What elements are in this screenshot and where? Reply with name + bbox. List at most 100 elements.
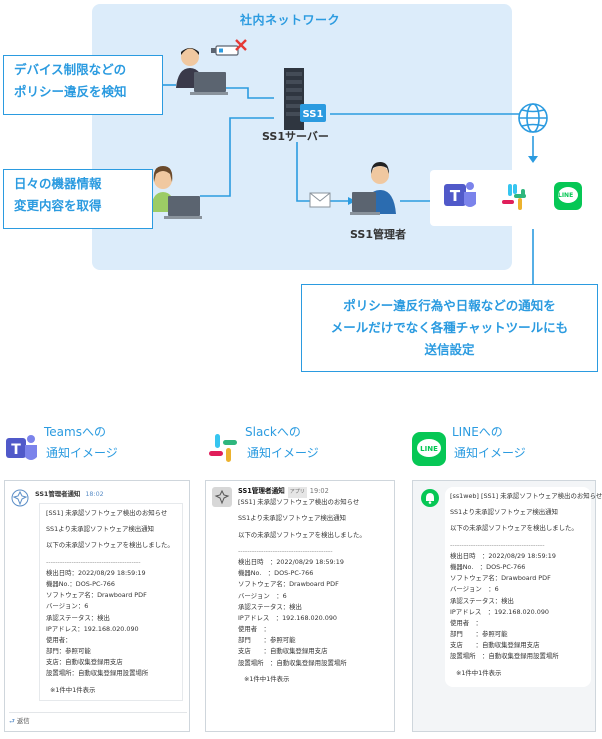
user-inventory-icon <box>150 166 202 219</box>
callout-violation: デバイス制限などの ポリシー違反を検知 <box>3 55 163 115</box>
ss1-server-icon <box>284 68 326 130</box>
teams-message-body: [SS1] 未承認ソフトウェア検出のお知らせ SS1より未承認ソフトウェア検出通… <box>39 503 183 701</box>
bot-avatar-icon <box>212 487 232 507</box>
teams-reply-button[interactable]: ⮐ 返信 <box>9 712 187 728</box>
slack-intro: SS1より未承認ソフトウェア検出通知 <box>238 514 346 523</box>
slack-detail: ソフトウェア名：Drawboard PDF <box>238 580 339 589</box>
line-intro: SS1より未承認ソフトウェア検出通知 <box>450 508 558 517</box>
line-detail: 支店 ：自動収集登録用支店 <box>450 641 540 650</box>
arrow-down-icon <box>528 156 538 163</box>
teams-notification-card: SS1管理者通知 18:02 [SS1] 未承認ソフトウェア検出のお知らせ SS1… <box>4 480 190 732</box>
slack-footer: ※1件中1件表示 <box>244 674 290 683</box>
slack-body-text: 以下の未承認ソフトウェアを検出しました。 <box>238 530 366 539</box>
slack-detail: 使用者 ： <box>238 625 270 634</box>
line-detail: 承認ステータス：検出 <box>450 596 514 605</box>
slack-separator: ----------------------------------------… <box>238 546 333 555</box>
line-detail: 機器No. ：DOS-PC-766 <box>450 562 526 571</box>
callout-inventory: 日々の機器情報 変更内容を取得 <box>3 169 153 229</box>
line-detail: IPアドレス ：192.168.020.090 <box>450 607 549 616</box>
teams-logo-icon: T <box>444 182 476 207</box>
line-detail: 検出日時 ：2022/08/29 18:59:19 <box>450 551 556 560</box>
admin-label: SS1管理者 <box>350 228 407 241</box>
teams-heading-line1: Teamsへの <box>44 425 106 439</box>
server-label: SS1サーバー <box>262 130 329 143</box>
svg-text:T: T <box>11 442 21 458</box>
teams-intro: SS1より未承認ソフトウェア検出通知 <box>46 525 154 534</box>
teams-detail: バージョン：6 <box>46 602 89 611</box>
callout-notify: ポリシー違反行為や日報などの通知を メールだけでなく各種チャットツールにも 送信… <box>301 284 598 372</box>
teams-detail: 使用者： <box>46 635 72 644</box>
line-detail: 部門 ：参照可能 <box>450 630 508 639</box>
line-logo-label: LINE <box>420 445 438 453</box>
teams-detail: IPアドレス：192.168.020.090 <box>46 624 139 633</box>
slack-detail: 支店 ：自動収集登録用支店 <box>238 647 328 656</box>
bot-avatar-icon <box>11 489 29 507</box>
teams-body-text: 以下の未承認ソフトウェアを検出しました。 <box>46 541 174 550</box>
line-separator: ----------------------------------------… <box>450 540 545 549</box>
link-user1-server <box>226 87 274 99</box>
teams-logo-icon: T <box>6 435 37 460</box>
bell-avatar-icon <box>421 489 439 507</box>
line-heading-line2: 通知イメージ <box>454 446 526 460</box>
server-badge-text: SS1 <box>303 109 324 120</box>
teams-detail: 機器No.：DOS-PC-766 <box>46 579 115 588</box>
link-server-admin <box>296 142 352 202</box>
teams-sender: SS1管理者通知 <box>35 490 81 498</box>
teams-reply-label: 返信 <box>16 717 30 725</box>
callout-inventory-line1: 日々の機器情報 <box>14 176 102 191</box>
slack-heading: Slackへの 通知イメージ <box>205 420 385 478</box>
line-logo-icon: LINE <box>412 432 446 466</box>
teams-heading: T Teamsへの 通知イメージ <box>4 420 184 478</box>
slack-detail: 検出日時 ：2022/08/29 18:59:19 <box>238 557 344 566</box>
teams-detail: 設置場所：自動収集登録用設置場所 <box>46 669 149 678</box>
line-message-body: [ss1web] [SS1] 未承認ソフトウェア検出のお知らせ SS1より未承認… <box>445 487 602 687</box>
line-detail: バージョン ：6 <box>450 585 499 594</box>
slack-detail: 部門 ：参照可能 <box>238 636 296 645</box>
reply-icon: ⮐ <box>9 717 15 725</box>
link-user2-server <box>200 117 274 197</box>
slack-sender: SS1管理者通知 <box>238 487 285 495</box>
usb-device-blocked-icon <box>211 39 247 56</box>
teams-time: 18:02 <box>85 490 104 498</box>
line-logo-icon <box>554 182 582 210</box>
slack-subject: [SS1] 未承認ソフトウェア検出のお知らせ <box>238 498 360 507</box>
slack-app-badge: アプリ <box>287 487 307 499</box>
teams-footer: ※1件中1件表示 <box>50 685 96 694</box>
teams-detail: 承認ステータス：検出 <box>46 613 110 622</box>
line-footer: ※1件中1件表示 <box>456 668 502 677</box>
callout-notify-line3: 送信設定 <box>424 342 475 357</box>
admin-user-icon <box>350 162 396 215</box>
teams-detail: 支店：自動収集登録用支店 <box>46 658 123 667</box>
teams-heading-line2: 通知イメージ <box>46 446 118 460</box>
line-heading: LINE LINEへの 通知イメージ <box>412 420 592 478</box>
callout-violation-line1: デバイス制限などの <box>14 62 127 77</box>
connector-lines <box>150 84 534 284</box>
line-heading-line1: LINEへの <box>452 425 503 439</box>
slack-detail: IPアドレス ：192.168.020.090 <box>238 613 337 622</box>
teams-subject: [SS1] 未承認ソフトウェア検出のお知らせ <box>46 509 168 517</box>
teams-separator: ----------------------------------------… <box>46 557 141 566</box>
teams-message-header: SS1管理者通知 18:02 <box>35 489 185 498</box>
internet-globe-icon <box>518 103 548 133</box>
slack-logo-icon <box>502 184 526 210</box>
line-notification-card: [ss1web] [SS1] 未承認ソフトウェア検出のお知らせ SS1より未承認… <box>412 480 602 732</box>
network-diagram: SS1 <box>150 39 548 284</box>
line-logo-text: LINE <box>558 192 574 199</box>
callout-notify-line1: ポリシー違反行為や日報などの通知を <box>343 298 556 313</box>
slack-time: 19:02 <box>309 487 329 495</box>
email-envelope-icon <box>309 192 331 208</box>
slack-detail: バージョン ：6 <box>238 591 287 600</box>
line-body-text: 以下の未承認ソフトウェアを検出しました。 <box>450 524 578 533</box>
teams-detail: 部門：参照可能 <box>46 647 91 656</box>
line-subject: [ss1web] [SS1] 未承認ソフトウェア検出のお知らせ <box>450 492 602 500</box>
callout-inventory-line2: 変更内容を取得 <box>14 198 102 213</box>
user-violation-icon <box>176 48 228 95</box>
line-detail: ソフトウェア名：Drawboard PDF <box>450 574 551 583</box>
slack-detail: 設置場所 ：自動収集登録用設置場所 <box>238 658 347 667</box>
line-detail: 使用者 ： <box>450 618 482 627</box>
slack-detail: 機器No. ：DOS-PC-766 <box>238 569 314 578</box>
callout-notify-line2: メールだけでなく各種チャットツールにも <box>330 320 569 335</box>
svg-text:T: T <box>450 187 461 205</box>
